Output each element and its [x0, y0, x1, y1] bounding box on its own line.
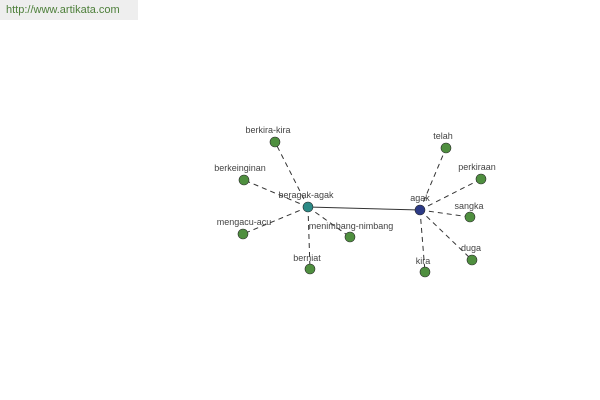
- edge-agak-telah: [419, 147, 447, 211]
- node-kira[interactable]: [419, 266, 431, 278]
- node-label-telah[interactable]: telah: [433, 131, 453, 141]
- edge-agak-sangka: [419, 209, 471, 218]
- node-label-duga[interactable]: duga: [461, 243, 481, 253]
- node-beragak-agak[interactable]: [302, 201, 314, 213]
- node-perkiraan[interactable]: [475, 173, 487, 185]
- node-duga[interactable]: [466, 254, 478, 266]
- node-label-mengacu-acu[interactable]: mengacu-acu: [217, 217, 272, 227]
- edge-agak-perkiraan: [419, 178, 482, 211]
- node-berkira-kira[interactable]: [269, 136, 281, 148]
- edge-beragak-agak-berniat: [307, 206, 311, 270]
- labels-layer: agak beragak-agak berkira-kira berkeinginan…: [214, 125, 496, 266]
- node-berniat[interactable]: [304, 263, 316, 275]
- nodes-layer: [237, 136, 487, 278]
- node-label-berkira-kira[interactable]: berkira-kira: [245, 125, 290, 135]
- node-label-agak[interactable]: agak: [410, 193, 430, 203]
- node-label-sangka[interactable]: sangka: [454, 201, 483, 211]
- node-label-berkeinginan[interactable]: berkeinginan: [214, 163, 266, 173]
- node-label-perkiraan[interactable]: perkiraan: [458, 162, 496, 172]
- node-berkeinginan[interactable]: [238, 174, 250, 186]
- edge-agak-duga: [419, 209, 473, 261]
- node-label-menimbang-nimbang[interactable]: menimbang-nimbang: [309, 221, 394, 231]
- edges-layer: [242, 141, 482, 273]
- node-mengacu-acu[interactable]: [237, 228, 249, 240]
- edge-agak-beragak-agak: [307, 206, 421, 211]
- edge-agak-kira: [419, 209, 426, 273]
- edge-beragak-agak-berkira-kira: [274, 141, 309, 208]
- node-label-berniat[interactable]: berniat: [293, 253, 321, 263]
- source-url[interactable]: http://www.artikata.com: [0, 0, 138, 20]
- edge-beragak-agak-mengacu-acu: [242, 206, 309, 235]
- node-label-beragak-agak[interactable]: beragak-agak: [278, 190, 334, 200]
- node-telah[interactable]: [440, 142, 452, 154]
- edge-beragak-agak-berkeinginan: [243, 179, 309, 208]
- node-label-kira[interactable]: kira: [416, 256, 431, 266]
- node-agak[interactable]: [414, 204, 426, 216]
- node-menimbang-nimbang[interactable]: [344, 231, 356, 243]
- node-sangka[interactable]: [464, 211, 476, 223]
